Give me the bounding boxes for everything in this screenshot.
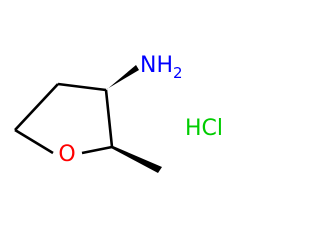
bond-c3-o1 bbox=[14, 128, 54, 155]
bond-c4-c5 bbox=[57, 82, 107, 92]
bond-c4-c3 bbox=[14, 83, 59, 131]
molecule-structure: NH2 O HCl bbox=[14, 53, 223, 173]
bond-o1-c2 bbox=[81, 145, 113, 155]
amine-label: NH2 bbox=[140, 53, 183, 82]
oxygen-label: O bbox=[58, 142, 75, 167]
hydrogen-count: 2 bbox=[173, 64, 183, 82]
nitrogen-symbol: N bbox=[140, 53, 156, 78]
hcl-label: HCl bbox=[185, 116, 223, 141]
hydrogen-symbol: H bbox=[156, 53, 173, 78]
wedge-bond-nh2 bbox=[105, 65, 139, 91]
wedge-bond-methyl bbox=[111, 146, 162, 173]
bond-c5-c2 bbox=[104, 89, 114, 148]
